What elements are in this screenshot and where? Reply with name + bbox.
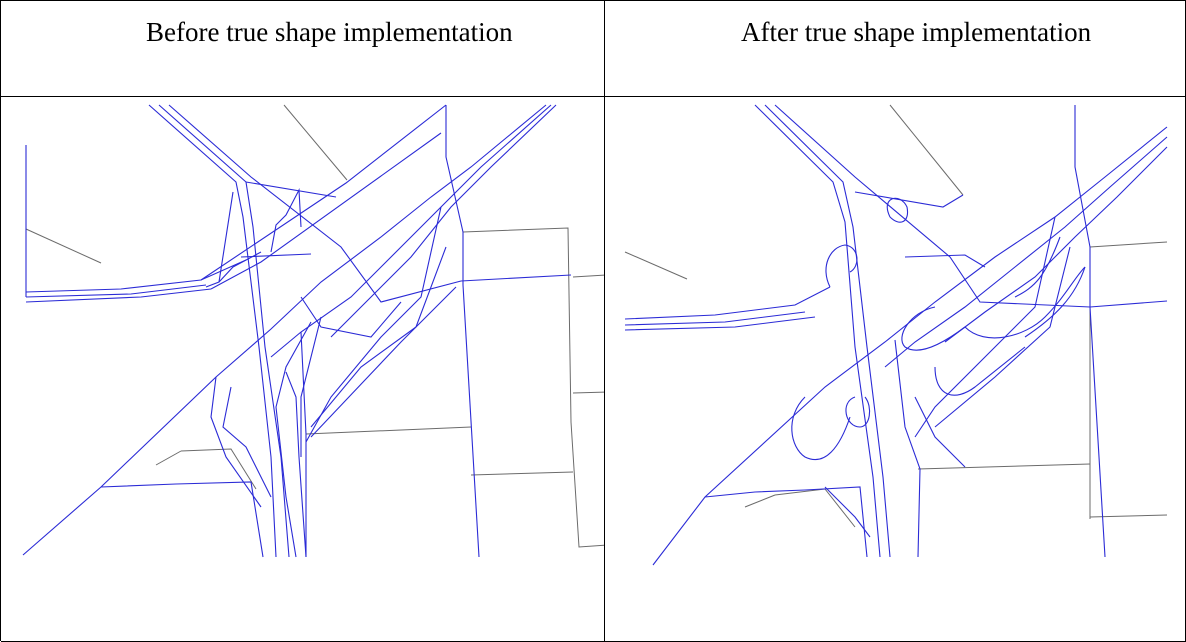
highways-after	[624, 104, 1168, 566]
local-roads-before	[25, 104, 604, 548]
header-after-label: After true shape implementation	[741, 17, 1092, 47]
highways-before	[22, 104, 572, 558]
image-cell-before	[1, 97, 605, 642]
header-cell-after: After true shape implementation	[605, 1, 1186, 97]
road-network-map-before	[22, 104, 604, 558]
road-network-map-after	[624, 104, 1168, 566]
local-roads-after	[624, 104, 1168, 528]
header-cell-before: Before true shape implementation	[1, 1, 605, 97]
image-cell-after	[605, 97, 1186, 642]
header-before-label: Before true shape implementation	[146, 17, 513, 47]
